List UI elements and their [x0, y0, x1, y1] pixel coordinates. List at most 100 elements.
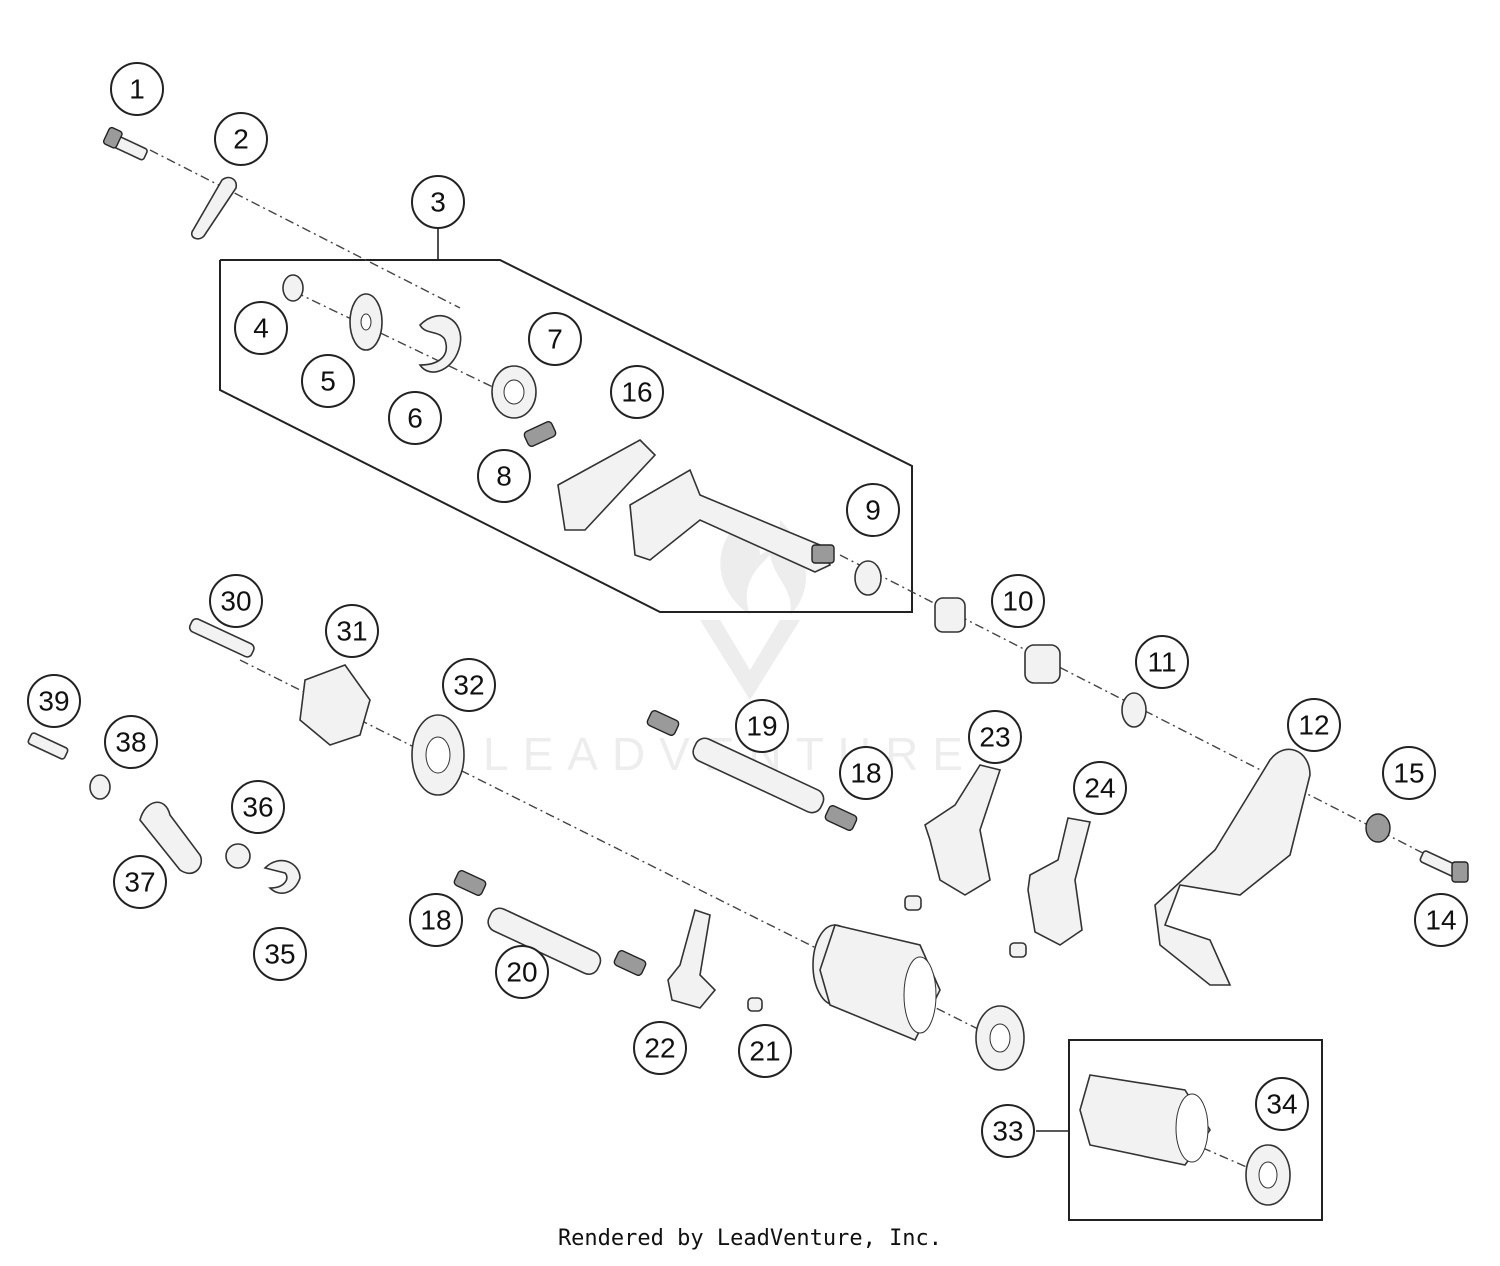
- svg-text:5: 5: [320, 366, 336, 397]
- callout-39[interactable]: 39: [27, 674, 81, 728]
- callout-8[interactable]: 8: [477, 449, 531, 503]
- callout-10[interactable]: 10: [991, 574, 1045, 628]
- svg-text:16: 16: [621, 377, 652, 408]
- svg-text:31: 31: [336, 616, 367, 647]
- circlip-part: [282, 274, 304, 302]
- callout-11[interactable]: 11: [1135, 635, 1189, 689]
- spring-part: [824, 805, 858, 831]
- callout-32[interactable]: 32: [442, 658, 496, 712]
- bushing-part: [934, 597, 966, 633]
- washer-part: [1365, 813, 1391, 843]
- callouts: 1 2 3 4 5 6 7 8: [27, 62, 1468, 1158]
- svg-text:1: 1: [129, 74, 145, 105]
- washer-part: [89, 774, 111, 800]
- callout-18-lower[interactable]: 18: [409, 893, 463, 947]
- callout-6[interactable]: 6: [388, 391, 442, 445]
- svg-text:23: 23: [979, 722, 1010, 753]
- shift-drum-part: [812, 924, 941, 1042]
- svg-text:4: 4: [253, 313, 269, 344]
- shift-fork-part: [1027, 817, 1091, 946]
- svg-text:34: 34: [1266, 1089, 1297, 1120]
- callout-12[interactable]: 12: [1287, 698, 1341, 752]
- callout-18[interactable]: 18: [839, 746, 893, 800]
- callout-15[interactable]: 15: [1382, 746, 1436, 800]
- shift-lever-part: [1154, 748, 1311, 986]
- callout-22[interactable]: 22: [633, 1021, 687, 1075]
- callout-19[interactable]: 19: [735, 699, 789, 753]
- spring-part: [646, 710, 680, 736]
- pin-part: [1009, 942, 1027, 958]
- svg-text:3: 3: [430, 187, 446, 218]
- bolt-part: [1419, 850, 1469, 883]
- svg-text:11: 11: [1147, 647, 1176, 678]
- callout-33[interactable]: 33: [981, 1104, 1035, 1158]
- callout-3[interactable]: 3: [411, 175, 465, 229]
- callout-37[interactable]: 37: [113, 855, 167, 909]
- shift-shaft-kit-frame: [219, 259, 913, 613]
- svg-text:2: 2: [233, 124, 249, 155]
- callout-38[interactable]: 38: [104, 715, 158, 769]
- callout-24[interactable]: 24: [1073, 761, 1127, 815]
- svg-text:18: 18: [850, 758, 881, 789]
- svg-text:24: 24: [1084, 773, 1115, 804]
- svg-text:35: 35: [264, 939, 295, 970]
- callout-30[interactable]: 30: [209, 574, 263, 628]
- seal-ring-part: [1121, 692, 1147, 728]
- svg-text:32: 32: [453, 670, 484, 701]
- roller-part: [225, 843, 251, 869]
- callout-23[interactable]: 23: [968, 710, 1022, 764]
- lever-part: [190, 176, 238, 240]
- spring-part: [453, 870, 487, 896]
- callout-4[interactable]: 4: [234, 301, 288, 355]
- callout-35[interactable]: 35: [253, 927, 307, 981]
- pin-part: [188, 617, 255, 658]
- callout-21[interactable]: 21: [738, 1024, 792, 1078]
- shift-drum-part: [1079, 1074, 1211, 1166]
- shift-rail-part: [692, 737, 825, 814]
- svg-text:30: 30: [220, 586, 251, 617]
- callout-9[interactable]: 9: [846, 483, 900, 537]
- bushing-part: [1024, 644, 1061, 684]
- spring-part: [523, 421, 557, 447]
- pin-part: [904, 895, 922, 911]
- svg-text:19: 19: [746, 711, 777, 742]
- svg-text:39: 39: [38, 686, 69, 717]
- callout-31[interactable]: 31: [325, 604, 379, 658]
- spring-part: [263, 859, 301, 894]
- callout-36[interactable]: 36: [231, 780, 285, 834]
- svg-text:9: 9: [865, 495, 881, 526]
- callout-14[interactable]: 14: [1414, 893, 1468, 947]
- svg-text:8: 8: [496, 461, 512, 492]
- washer-part: [854, 560, 882, 596]
- svg-text:33: 33: [992, 1116, 1023, 1147]
- bolt-part: [27, 732, 69, 760]
- callout-16[interactable]: 16: [610, 365, 664, 419]
- shift-drum-kit-frame: [1068, 1039, 1323, 1221]
- shift-shaft-part: [629, 468, 832, 573]
- callout-7[interactable]: 7: [528, 312, 582, 366]
- svg-text:12: 12: [1298, 710, 1329, 741]
- svg-text:14: 14: [1425, 905, 1456, 936]
- shift-fork-part: [924, 764, 1002, 896]
- svg-text:38: 38: [115, 727, 146, 758]
- svg-text:18: 18: [420, 905, 451, 936]
- lever-part: [139, 801, 202, 875]
- callout-5[interactable]: 5: [301, 354, 355, 408]
- spring-part: [613, 950, 647, 976]
- svg-text:21: 21: [749, 1036, 780, 1067]
- svg-text:15: 15: [1393, 758, 1424, 789]
- callout-1[interactable]: 1: [110, 62, 164, 116]
- svg-text:22: 22: [644, 1033, 675, 1064]
- bolt-part: [102, 126, 148, 161]
- shift-drum-locating-part: [299, 664, 371, 746]
- svg-text:10: 10: [1002, 586, 1033, 617]
- spring-clip-part: [418, 314, 462, 373]
- callout-20[interactable]: 20: [495, 945, 549, 999]
- pin-part: [747, 997, 763, 1012]
- svg-text:37: 37: [124, 867, 155, 898]
- callout-34[interactable]: 34: [1255, 1077, 1309, 1131]
- callout-2[interactable]: 2: [214, 112, 268, 166]
- footer-credit: Rendered by LeadVenture, Inc.: [557, 1226, 943, 1251]
- shift-fork-part: [667, 908, 717, 1009]
